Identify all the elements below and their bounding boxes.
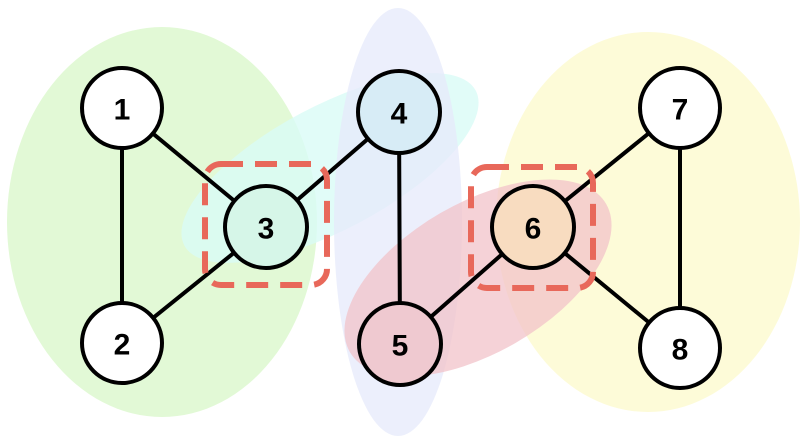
node-2-label: 2 — [114, 329, 131, 362]
nodes: 1 2 3 4 5 6 7 8 — [80, 66, 722, 390]
node-7: 7 — [638, 66, 722, 150]
node-4-label: 4 — [391, 98, 408, 131]
node-5: 5 — [357, 301, 443, 387]
node-6: 6 — [490, 184, 576, 270]
node-7-circle — [638, 66, 722, 150]
node-5-label: 5 — [392, 330, 409, 363]
node-2-circle — [80, 301, 164, 385]
highlight-node-6 — [468, 164, 596, 291]
node-5-circle — [357, 301, 443, 387]
node-4: 4 — [356, 69, 442, 155]
node-8-circle — [638, 306, 722, 390]
node-1-circle — [80, 66, 164, 150]
node-1-label: 1 — [114, 94, 131, 127]
node-3-label: 3 — [258, 213, 275, 246]
node-4-circle — [356, 69, 442, 155]
node-6-circle — [490, 184, 576, 270]
region-yellow — [496, 32, 800, 412]
node-8: 8 — [638, 306, 722, 390]
node-3: 3 — [223, 184, 309, 270]
node-1: 1 — [80, 66, 164, 150]
node-6-label: 6 — [525, 213, 542, 246]
node-8-label: 8 — [672, 334, 689, 367]
node-7-label: 7 — [672, 94, 689, 127]
highlight-node-3 — [202, 161, 330, 288]
node-3-circle — [223, 184, 309, 270]
node-2: 2 — [80, 301, 164, 385]
highlights — [202, 161, 596, 291]
